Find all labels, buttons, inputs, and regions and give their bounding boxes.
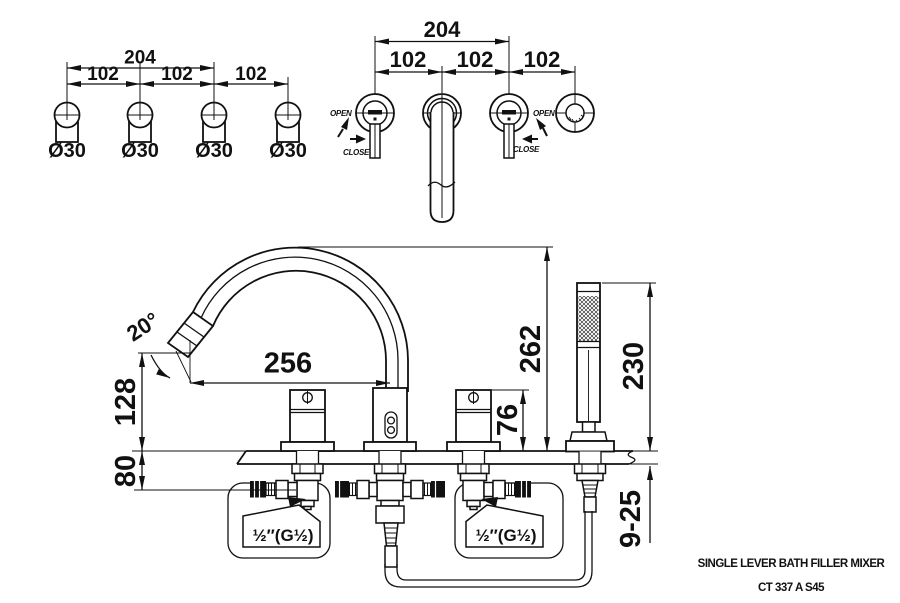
- leader-arrow-icon: [481, 497, 498, 507]
- elevation-view: ½″(G½) ½″(G½) 256 20° 128 80: [110, 246, 658, 588]
- open-label-left: OPEN: [330, 109, 352, 118]
- shower-shank: [573, 451, 607, 513]
- spout-base: [372, 387, 408, 443]
- dim-overall-204-plan: 204: [424, 17, 461, 42]
- handle-plan-right: [489, 93, 529, 159]
- shower-holder-flange: [565, 440, 615, 453]
- hole-dia-4: Ø30: [269, 140, 307, 162]
- shower-hose: [384, 511, 593, 588]
- dim-102-c: 102: [235, 64, 267, 85]
- top-view-hole-layout: 204 102 102 102 Ø30 Ø30 Ø30 Ø30: [48, 48, 307, 163]
- hole-dia-3: Ø30: [195, 140, 233, 162]
- open-arrow-icon: [536, 118, 546, 130]
- product-title: SINGLE LEVER BATH FILLER MIXER: [698, 558, 886, 570]
- spray-head-texture: [578, 296, 599, 341]
- spout-tip: [166, 310, 215, 359]
- dim-spout-angle: 20°: [122, 307, 164, 346]
- hose-end: [515, 481, 531, 498]
- open-arrow-icon: [341, 117, 349, 130]
- dim-handshower-height: 230: [618, 342, 650, 390]
- dim-under-deck: 80: [110, 455, 142, 487]
- hole-dia-1: Ø30: [48, 140, 86, 162]
- connection-callout-right: ½″(G½): [465, 497, 544, 548]
- open-label-right: OPEN: [533, 109, 555, 118]
- break-line: [427, 181, 456, 188]
- hole-unit: [200, 101, 228, 143]
- top-view-faucet: 204 102 102 102: [330, 17, 595, 223]
- leader-arrow-icon: [288, 497, 306, 507]
- dim-spout-reach: 256: [264, 348, 312, 380]
- hole-unit: [53, 101, 81, 143]
- dim-valve-height: 76: [492, 404, 524, 436]
- spout-elevation: [166, 246, 417, 452]
- connection-callout-left: ½″(G½): [242, 497, 321, 548]
- dim-deck-thickness: 9-25: [615, 490, 647, 548]
- open-close-left: OPEN CLOSE: [330, 109, 370, 157]
- dim-spout-height: 262: [515, 325, 547, 373]
- open-close-right: OPEN CLOSE: [513, 109, 555, 154]
- hole-unit: [274, 101, 302, 143]
- inlet-size-right: ½″(G½): [475, 526, 536, 545]
- break-line: [627, 450, 636, 465]
- spout-flange: [363, 441, 417, 452]
- shower-holder-plan: [555, 93, 595, 133]
- valve-handle-left: [280, 389, 335, 452]
- mixer-tee: [335, 451, 445, 568]
- close-label-left: CLOSE: [343, 148, 370, 157]
- knurl-ticks: [568, 114, 584, 123]
- hand-shower: [565, 282, 615, 453]
- dim-outlet-height: 128: [110, 378, 142, 426]
- hose-end: [250, 481, 266, 498]
- close-arrow-icon: [356, 134, 366, 144]
- dim-102-b: 102: [161, 64, 193, 85]
- hole-dia-2: Ø30: [121, 140, 159, 162]
- title-block: SINGLE LEVER BATH FILLER MIXER CT 337 A …: [698, 558, 886, 594]
- close-label-right: CLOSE: [513, 145, 540, 154]
- close-arrow-icon: [522, 134, 532, 144]
- product-model: CT 337 A S45: [758, 582, 825, 594]
- dim-102-plan-b: 102: [457, 47, 494, 72]
- inlet-elbow-left: [250, 451, 324, 511]
- dim-102-plan-c: 102: [524, 47, 561, 72]
- spout-plan: [422, 93, 462, 223]
- dim-overall-204: 204: [124, 48, 156, 69]
- inlet-size-left: ½″(G½): [252, 526, 313, 545]
- inlet-elbow-right: [457, 451, 531, 511]
- dim-102-a: 102: [87, 64, 119, 85]
- dim-102-plan-a: 102: [390, 47, 427, 72]
- hole-unit: [126, 101, 154, 143]
- handle-plan-left: [355, 93, 395, 159]
